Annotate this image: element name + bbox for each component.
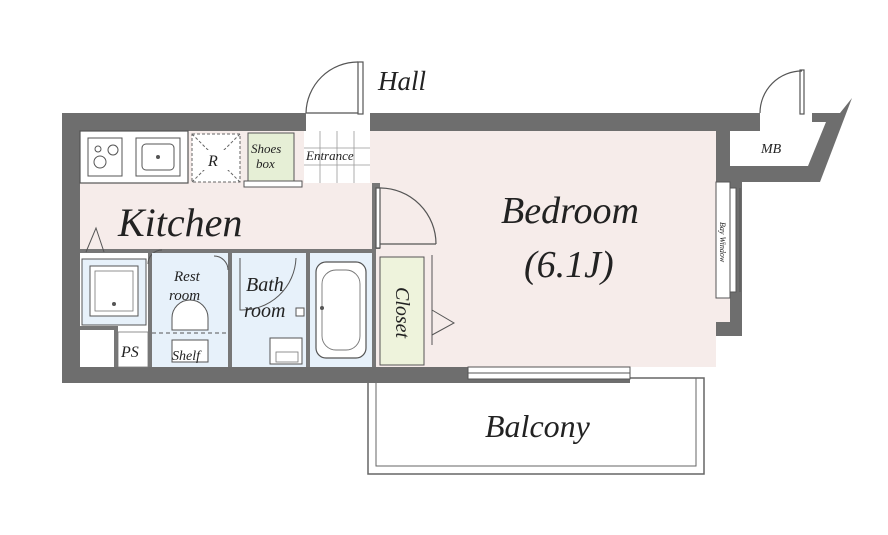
mb-door[interactable] (759, 69, 805, 115)
closet-label: Closet (391, 287, 413, 339)
balcony-window (467, 366, 631, 380)
bedroom-size-label: (6.1J) (524, 244, 614, 286)
restroom-label-line1: Rest (173, 269, 201, 285)
bathroom-label-line2: room (244, 300, 285, 322)
ps-box (117, 331, 149, 368)
bedroom-floor (380, 131, 716, 367)
mb-room (730, 131, 808, 166)
hall-label: Hall (377, 66, 426, 96)
shoes-box (247, 132, 295, 182)
refrigerator-space (191, 133, 241, 183)
hall-door[interactable] (305, 61, 364, 115)
bedroom-label: Bedroom (501, 190, 639, 232)
washroom (232, 253, 306, 367)
bedroom-door[interactable] (375, 187, 437, 249)
entrance-tiles (304, 131, 370, 183)
bathtub (310, 253, 372, 367)
bay-window-label: Bay Window (718, 222, 727, 263)
entrance-label: Entrance (305, 148, 354, 163)
bathroom-label-line1: Bath (246, 274, 284, 296)
kitchen-label: Kitchen (117, 200, 242, 245)
restroom-label-line2: room (169, 288, 200, 304)
kitchen-counter (79, 130, 189, 184)
restroom (152, 253, 229, 367)
balcony-label: Balcony (485, 408, 591, 444)
shoes-box-label-line2: box (256, 156, 275, 171)
refrigerator-label: R (207, 153, 218, 170)
shelf-label: Shelf (172, 349, 202, 364)
laundry-pan (81, 258, 147, 326)
closet (379, 255, 456, 366)
bay-window (715, 181, 741, 299)
mb-label: MB (760, 142, 782, 157)
ps-label: PS (120, 344, 139, 361)
shoes-box-label-line1: Shoes (251, 141, 281, 156)
